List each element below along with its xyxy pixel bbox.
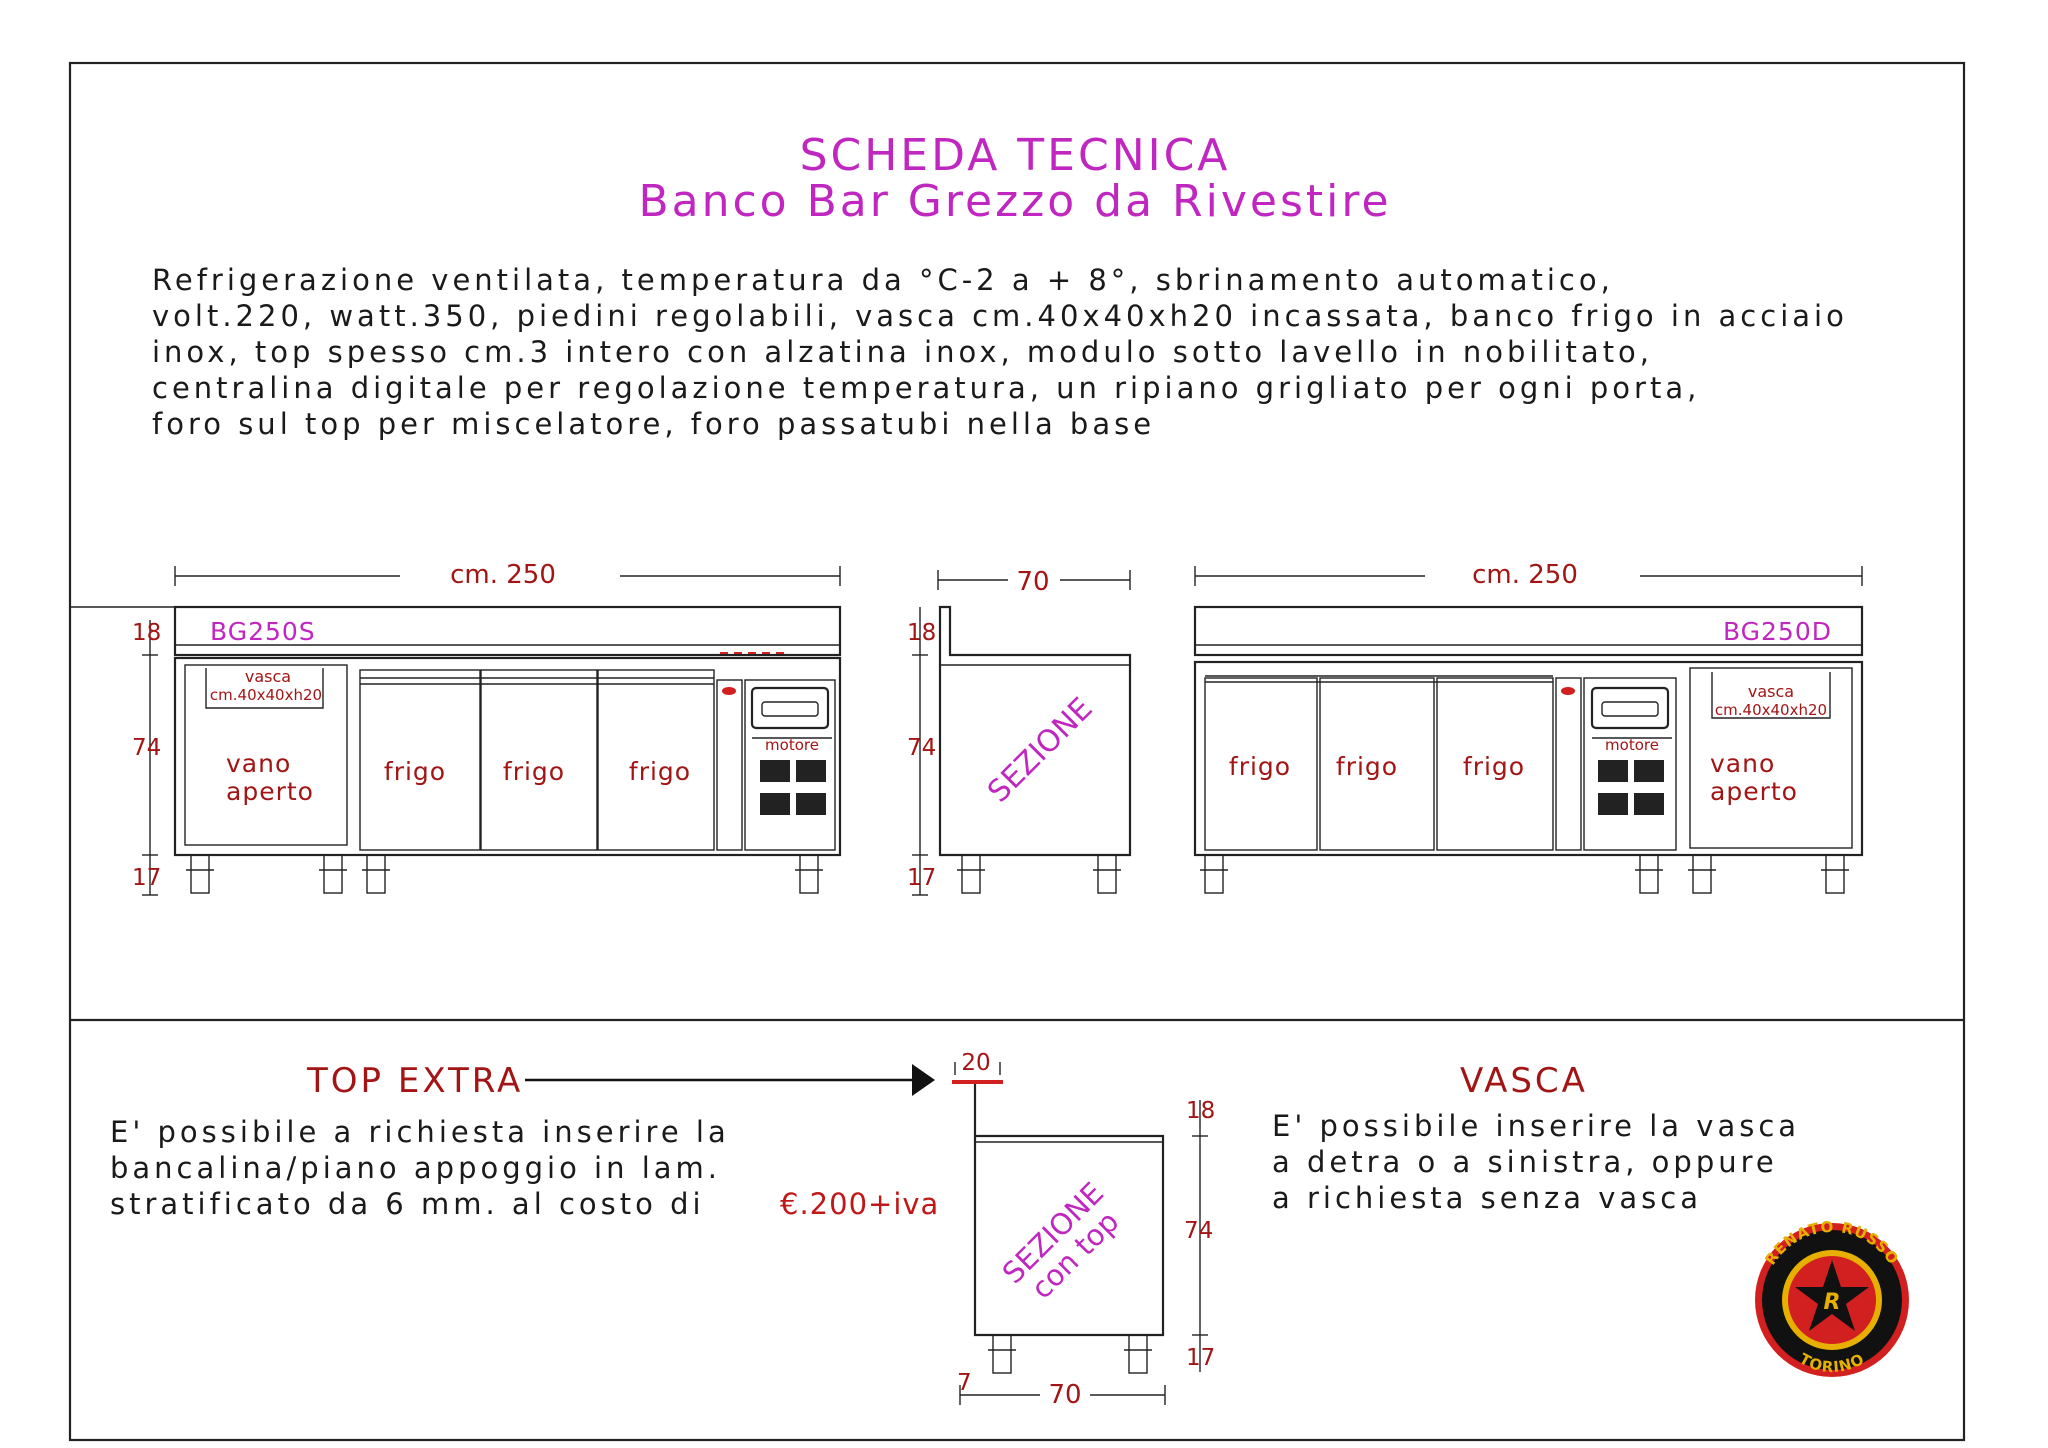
section-dim-feet: 17 <box>907 865 936 891</box>
description-line: inox, top spesso cm.3 intero con alzatin… <box>152 335 1653 369</box>
left-model-label: BG250S <box>210 617 316 646</box>
left-open-label-2: aperto <box>226 777 314 806</box>
description: Refrigerazione ventilata, temperatura da… <box>152 263 1848 441</box>
top-extra-heading: TOP EXTRA <box>306 1061 523 1101</box>
left-vasca <box>205 668 324 709</box>
left-open-compartment <box>184 664 348 846</box>
left-control-strip <box>716 679 743 851</box>
star-icon <box>1795 1260 1869 1331</box>
right-motor-label: motore <box>1605 736 1659 754</box>
section-drawing: 70 18 74 17 SEZIONE <box>907 567 1132 896</box>
right-model-label: BG250D <box>1723 617 1832 646</box>
section-top-dim-depth: 70 <box>1048 1380 1081 1410</box>
right-feet <box>1200 854 1849 894</box>
left-door <box>597 669 715 851</box>
left-dim-feet: 17 <box>132 865 161 891</box>
right-motor-grille <box>1598 760 1664 815</box>
right-door-label: frigo <box>1229 752 1291 781</box>
left-unit-drawing: cm. 250 18 74 17 BG250S vasca cm.40x40xh… <box>70 560 842 896</box>
top-extra-text-3: stratificato da 6 mm. al costo di <box>110 1187 705 1221</box>
right-door <box>1319 677 1435 851</box>
section-top-dim-extra: 20 <box>961 1050 990 1076</box>
left-open-label-1: vano <box>226 749 291 778</box>
left-motor-compartment <box>744 679 836 851</box>
sheet-border <box>68 61 1966 1442</box>
left-dim-top: 18 <box>132 620 161 646</box>
section-label: SEZIONE <box>981 691 1099 809</box>
section-dim-top: 18 <box>907 620 936 646</box>
right-control-strip <box>1555 677 1582 851</box>
right-top <box>1193 605 1864 657</box>
title-line2: Banco Bar Grezzo da Rivestire <box>638 176 1391 227</box>
section-top-dim-feet: 17 <box>1186 1345 1215 1371</box>
section-profile <box>938 605 1132 857</box>
right-thermostat <box>1590 686 1670 730</box>
right-door-label: frigo <box>1336 752 1398 781</box>
description-line: centralina digitale per regolazione temp… <box>152 371 1700 405</box>
left-motor-label: motore <box>765 736 819 754</box>
left-door-label: frigo <box>503 757 565 786</box>
title-line1: SCHEDA TECNICA <box>800 130 1231 181</box>
right-door <box>1204 677 1318 851</box>
right-vasca-size: cm.40x40xh20 <box>1715 701 1827 719</box>
vasca-heading: VASCA <box>1460 1061 1588 1101</box>
left-feet <box>186 854 823 894</box>
section-top-dim-body: 74 <box>1184 1218 1213 1244</box>
right-motor-compartment <box>1583 677 1677 851</box>
description-line: volt.220, watt.350, piedini regolabili, … <box>152 299 1848 333</box>
left-width-label: cm. 250 <box>450 560 556 590</box>
left-vasca-size: cm.40x40xh20 <box>210 686 322 704</box>
top-extra-text-2: bancalina/piano appoggio in lam. <box>110 1151 721 1185</box>
right-door-label: frigo <box>1463 752 1525 781</box>
right-open-compartment <box>1689 667 1853 849</box>
section-top-profile <box>973 1084 1165 1337</box>
left-motor-grille <box>760 760 826 815</box>
right-unit-drawing: cm. 250 BG250D frigo frigo frigo motore … <box>1193 560 1864 894</box>
left-thermostat <box>750 686 830 730</box>
description-line: foro sul top per miscelatore, foro passa… <box>152 407 1155 441</box>
right-vasca <box>1711 672 1831 719</box>
left-vasca-label: vasca <box>245 667 291 686</box>
left-door-label: frigo <box>629 757 691 786</box>
description-line: Refrigerazione ventilata, temperatura da… <box>152 263 1614 297</box>
left-door-label: frigo <box>384 757 446 786</box>
logo-monogram: R <box>1824 1290 1841 1315</box>
right-body <box>1193 660 1864 857</box>
section-top-drawing: 20 SEZIONE con top 18 74 17 70 7 <box>952 1050 1215 1410</box>
header: SCHEDA TECNICA Banco Bar Grezzo da Rives… <box>638 130 1391 227</box>
section-top-dim-overhang: 7 <box>957 1370 972 1396</box>
section-depth-label: 70 <box>1016 567 1049 597</box>
arrow-head-icon <box>912 1064 935 1096</box>
top-extra-text-1: E' possibile a richiesta inserire la <box>110 1115 730 1149</box>
section-top-dim-top: 18 <box>1186 1098 1215 1124</box>
left-door <box>480 669 598 851</box>
left-dim-body: 74 <box>132 735 161 761</box>
top-extra-block: TOP EXTRA E' possibile a richiesta inser… <box>110 1061 939 1221</box>
left-body <box>173 656 842 857</box>
vasca-text-1: E' possibile inserire la vasca <box>1272 1109 1800 1143</box>
left-top <box>173 605 842 657</box>
right-vasca-label: vasca <box>1748 682 1794 701</box>
right-open-label-1: vano <box>1710 749 1775 778</box>
top-extra-price: €.200+iva <box>780 1187 939 1221</box>
left-door <box>359 669 481 851</box>
right-width-label: cm. 250 <box>1472 560 1578 590</box>
right-door <box>1436 677 1554 851</box>
right-open-label-2: aperto <box>1710 777 1798 806</box>
vasca-text-2: a detra o a sinistra, oppure <box>1272 1145 1778 1179</box>
vasca-block: VASCA E' possibile inserire la vasca a d… <box>1272 1061 1800 1215</box>
renato-russo-logo: R RENATO RUSSO TORINO <box>1755 1218 1909 1377</box>
vasca-text-3: a richiesta senza vasca <box>1272 1181 1702 1215</box>
section-dim-body: 74 <box>907 735 936 761</box>
